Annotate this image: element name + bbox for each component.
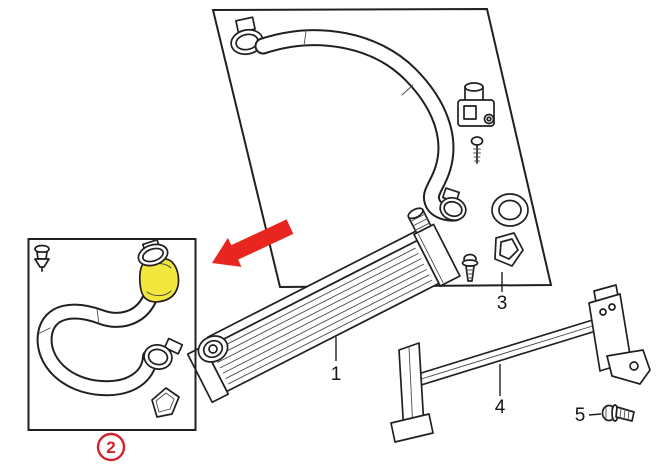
hose-contour-lines — [303, 30, 414, 96]
callout-2: 2 — [106, 438, 115, 457]
hose-clamp-lower-icon — [439, 187, 467, 222]
hose-clamp-end-icon — [143, 337, 184, 370]
callout-2-circle — [96, 432, 126, 462]
wire-clip-icon — [151, 387, 180, 418]
callout-1: 1 — [331, 364, 342, 385]
bracket-right-hook — [606, 349, 651, 385]
bolt-part-5-icon — [601, 404, 635, 422]
outlet-hose-assembly — [34, 238, 184, 418]
callout-4: 4 — [495, 397, 506, 418]
callout-2-circled: 2 — [96, 432, 126, 462]
callout-5: 5 — [575, 405, 586, 426]
sensor-icon — [457, 82, 495, 127]
intercooler-fins — [211, 247, 433, 385]
red-arrow-icon — [212, 219, 294, 267]
hose-clamp-top-icon — [137, 238, 169, 267]
upper-parts-box-outline — [211, 7, 553, 289]
bracket-left-foot — [390, 413, 434, 443]
crossmember-bracket — [390, 284, 651, 443]
screw-icon — [470, 136, 484, 164]
upper-hose-assembly — [230, 16, 529, 282]
leader-line-5 — [588, 413, 602, 416]
intercooler — [186, 207, 461, 404]
callout-3: 3 — [497, 293, 508, 314]
left-parts-box-outline — [27, 238, 197, 431]
push-pin-icon — [34, 244, 50, 272]
retainer-clip-icon — [494, 232, 524, 267]
seal-ring-icon — [491, 193, 529, 227]
intercooler-inlet-port — [407, 207, 432, 234]
charge-air-hose — [254, 29, 464, 222]
bolt-icon-upper — [461, 253, 479, 282]
intercooler-outlet-flange — [197, 335, 229, 363]
